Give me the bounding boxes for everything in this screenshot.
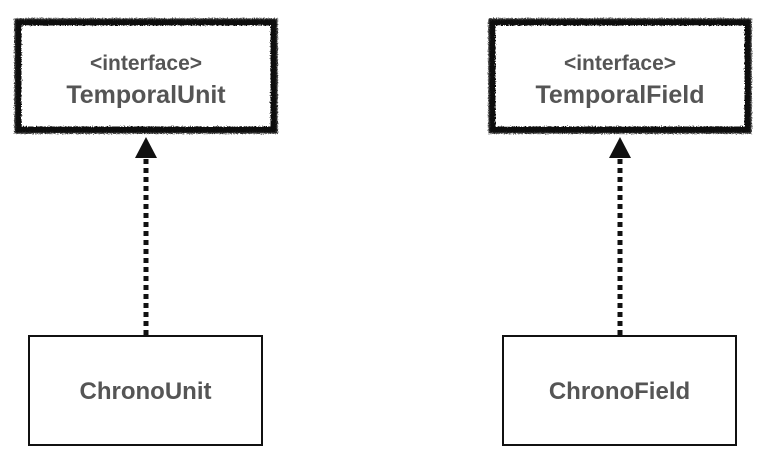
class-chronounit-border — [28, 335, 263, 446]
interface-temporalfield-stereotype: <interface> — [564, 52, 676, 75]
interface-temporalunit: <interface> TemporalUnit — [14, 18, 278, 134]
realization-arrow-chronounit — [135, 137, 157, 335]
interface-temporalfield-name: TemporalField — [535, 81, 704, 109]
interface-temporalunit-stereotype: <interface> — [90, 52, 202, 75]
arrowhead-icon — [609, 137, 631, 158]
class-chronofield-name: ChronoField — [549, 378, 690, 405]
class-chronounit: ChronoUnit — [28, 335, 263, 446]
realization-arrow-chronofield — [609, 137, 631, 335]
interface-temporalfield-border — [488, 18, 752, 134]
interface-temporalfield: <interface> TemporalField — [488, 18, 752, 134]
interface-temporalunit-name: TemporalUnit — [66, 81, 226, 109]
class-chronounit-name: ChronoUnit — [80, 378, 212, 405]
class-chronofield: ChronoField — [502, 335, 737, 446]
interface-temporalunit-border — [14, 18, 278, 134]
arrowhead-icon — [135, 137, 157, 158]
class-chronofield-border — [502, 335, 737, 446]
